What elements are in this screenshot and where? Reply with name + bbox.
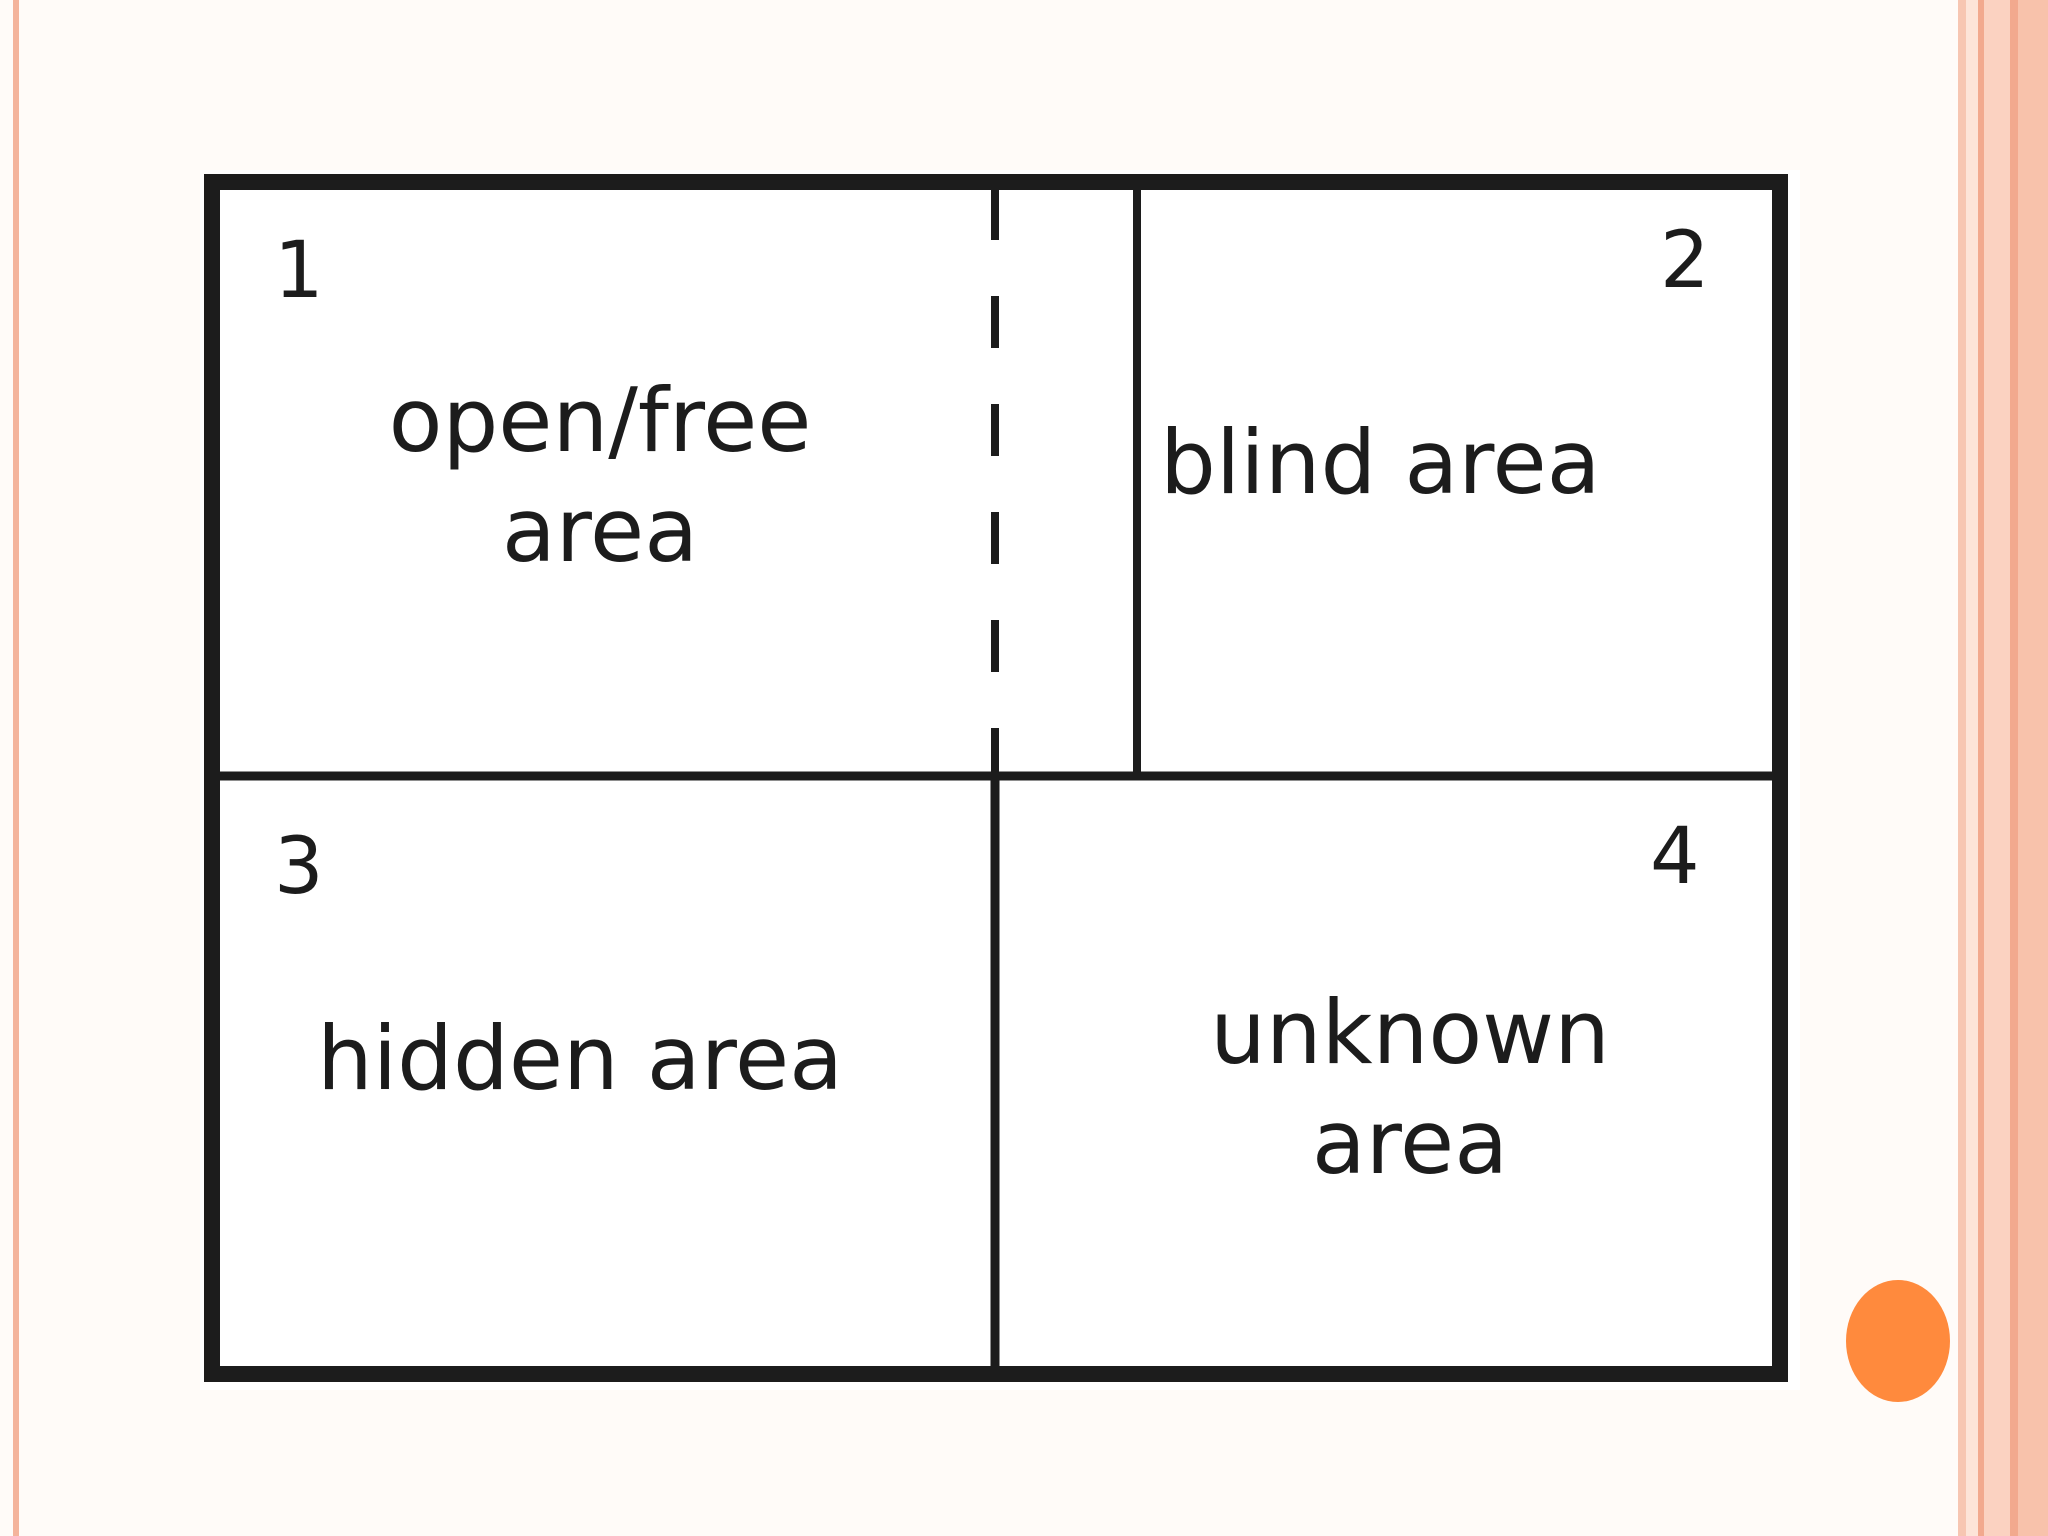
quadrant-3-label: hidden area	[280, 1004, 880, 1114]
quadrant-1-label: open/free area	[320, 366, 880, 586]
quadrant-4-label-line2: area	[1311, 1091, 1509, 1194]
quadrant-2-label: blind area	[1160, 408, 1680, 518]
quadrant-4-label-line1: unknown	[1210, 981, 1610, 1084]
quadrant-2-label-line1: blind area	[1160, 411, 1601, 514]
quadrant-4-number: 4	[1650, 812, 1700, 902]
accent-circle	[1846, 1280, 1950, 1402]
stripe	[2010, 0, 2018, 1536]
quadrant-3-label-line1: hidden area	[316, 1007, 844, 1110]
johari-window-diagram: 1 open/free area 2 blind area 3 hidden a…	[200, 170, 1800, 1390]
right-border-stripes	[1958, 0, 2048, 1536]
stripe	[2018, 0, 2048, 1536]
quadrant-3-number: 3	[274, 822, 324, 912]
stripe	[1966, 0, 1978, 1536]
left-border-stripe	[13, 0, 19, 1536]
quadrant-1-label-line2: area	[501, 479, 699, 582]
quadrant-1-label-line1: open/free	[388, 369, 812, 472]
quadrant-2-number: 2	[1660, 216, 1710, 306]
quadrant-1-number: 1	[274, 226, 324, 316]
stripe	[1958, 0, 1966, 1536]
stripe	[1978, 0, 1984, 1536]
quadrant-4-label: unknown area	[1130, 978, 1690, 1198]
diagram-grid-lines	[204, 174, 1788, 1382]
stripe	[1984, 0, 2010, 1536]
